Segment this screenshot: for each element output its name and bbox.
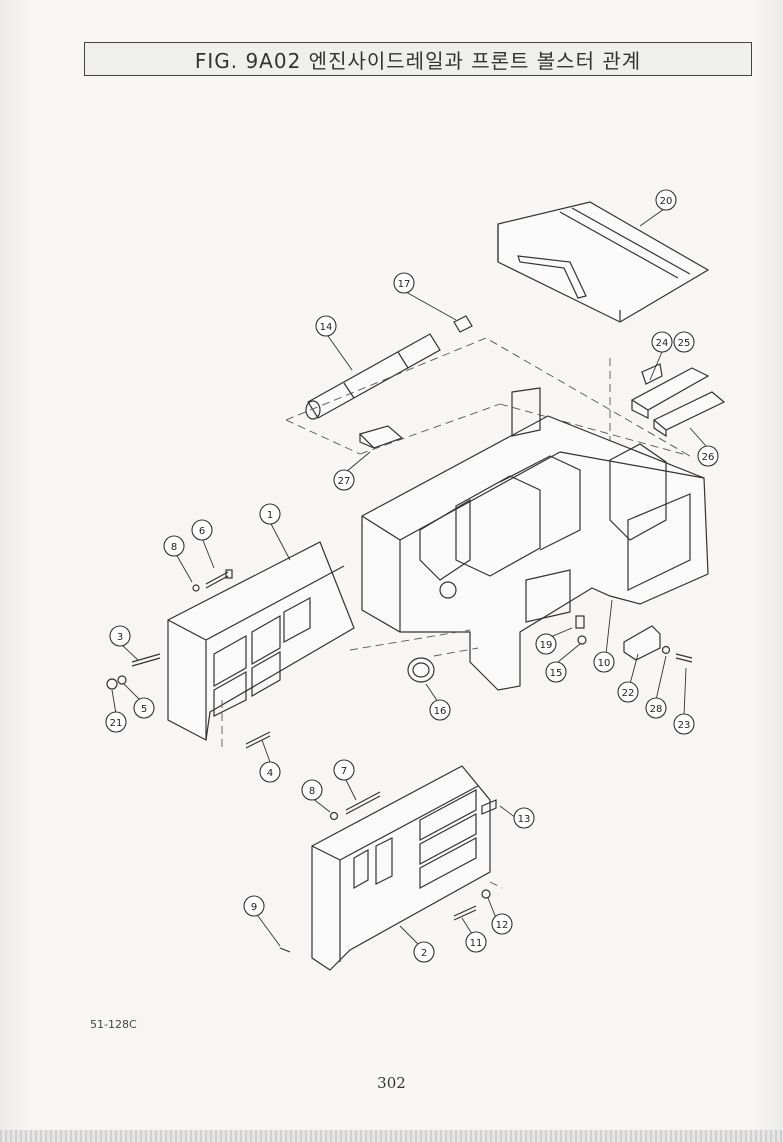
callout-circles: 20 17 14 24 25 26 27 1 6 8 3 5 21 19 15 … xyxy=(105,189,719,963)
svg-text:6: 6 xyxy=(199,526,205,537)
scan-edge-artifact xyxy=(0,1130,783,1142)
hardware-bolts-nuts-left xyxy=(106,569,271,749)
part-10-main-frame xyxy=(361,387,709,691)
callout-10: 10 xyxy=(593,651,615,673)
svg-text:15: 15 xyxy=(550,668,563,679)
svg-text:26: 26 xyxy=(702,452,715,463)
part-17-plug xyxy=(453,315,473,333)
leader-lines xyxy=(111,208,707,947)
svg-text:8: 8 xyxy=(171,542,177,553)
assembly-line xyxy=(221,629,503,889)
part-27-block xyxy=(358,425,404,449)
svg-text:4: 4 xyxy=(267,768,273,779)
hardware-lower xyxy=(279,791,497,953)
svg-text:22: 22 xyxy=(622,688,635,699)
hardware-bracket-right xyxy=(407,615,693,683)
svg-text:2: 2 xyxy=(421,948,427,959)
callout-3: 3 xyxy=(109,625,131,647)
svg-text:1: 1 xyxy=(267,510,273,521)
callout-24: 24 xyxy=(651,331,673,353)
svg-text:20: 20 xyxy=(660,196,673,207)
callout-19: 19 xyxy=(535,633,557,655)
callout-7: 7 xyxy=(333,759,355,781)
callout-4: 4 xyxy=(259,761,281,783)
svg-text:10: 10 xyxy=(598,658,611,669)
svg-text:17: 17 xyxy=(398,279,411,290)
assembly-line xyxy=(285,337,691,520)
callout-25: 25 xyxy=(673,331,695,353)
part-1-side-rail xyxy=(167,541,355,741)
svg-text:8: 8 xyxy=(309,786,315,797)
callout-17: 17 xyxy=(393,272,415,294)
svg-text:25: 25 xyxy=(678,338,691,349)
svg-text:16: 16 xyxy=(434,706,447,717)
svg-text:7: 7 xyxy=(341,766,347,777)
callout-27: 27 xyxy=(333,469,355,491)
callout-22: 22 xyxy=(617,681,639,703)
part-20-cover-plate xyxy=(497,201,710,323)
svg-text:13: 13 xyxy=(518,814,531,825)
page-number: 302 xyxy=(377,1074,406,1092)
callout-15: 15 xyxy=(545,661,567,683)
callout-14: 14 xyxy=(315,315,337,337)
callout-16: 16 xyxy=(429,699,451,721)
svg-text:5: 5 xyxy=(141,704,147,715)
svg-text:14: 14 xyxy=(320,322,333,333)
svg-text:19: 19 xyxy=(540,640,553,651)
callout-1: 1 xyxy=(259,503,281,525)
svg-text:27: 27 xyxy=(338,476,351,487)
callout-8-lower: 8 xyxy=(301,779,323,801)
callout-11: 11 xyxy=(465,931,487,953)
svg-text:9: 9 xyxy=(251,902,257,913)
drawing-code: 51-128C xyxy=(90,1018,137,1031)
page-title: FIG. 9A02 엔진사이드레일과 프론트 볼스터 관계 xyxy=(84,42,752,76)
svg-text:28: 28 xyxy=(650,704,663,715)
part-14-shaft xyxy=(305,333,441,420)
svg-text:12: 12 xyxy=(496,920,509,931)
callout-26: 26 xyxy=(697,445,719,467)
callout-21: 21 xyxy=(105,711,127,733)
part-2-lower-rail xyxy=(311,765,491,971)
svg-text:11: 11 xyxy=(470,938,483,949)
callout-13: 13 xyxy=(513,807,535,829)
callout-28: 28 xyxy=(645,697,667,719)
callout-8: 8 xyxy=(163,535,185,557)
svg-text:3: 3 xyxy=(117,632,123,643)
callout-2: 2 xyxy=(413,941,435,963)
part-26-rail xyxy=(652,391,726,438)
callout-12: 12 xyxy=(491,913,513,935)
callout-6: 6 xyxy=(191,519,213,541)
svg-text:21: 21 xyxy=(110,718,123,729)
part-24-25-rail xyxy=(630,363,710,419)
callout-5: 5 xyxy=(133,697,155,719)
svg-text:24: 24 xyxy=(656,338,669,349)
callout-9: 9 xyxy=(243,895,265,917)
callout-23: 23 xyxy=(673,713,695,735)
svg-text:23: 23 xyxy=(678,720,691,731)
callout-20: 20 xyxy=(655,189,677,211)
